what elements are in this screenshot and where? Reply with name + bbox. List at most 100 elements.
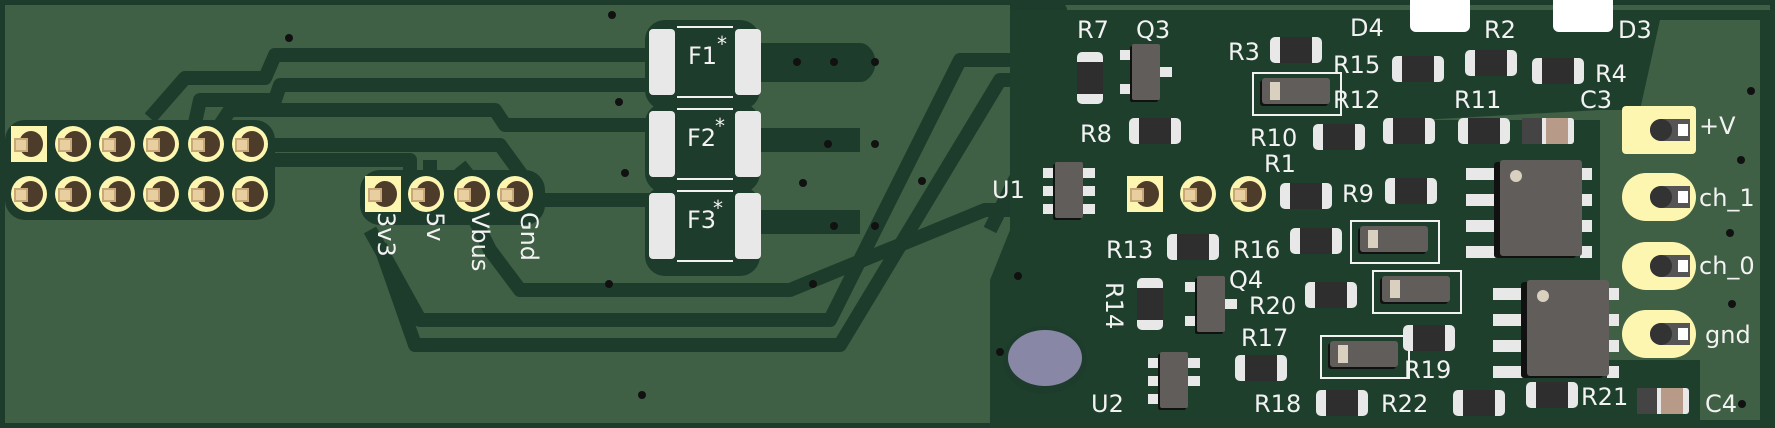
label-r16: R16 — [1233, 236, 1281, 264]
ic-opamp-1-pin — [1466, 220, 1502, 232]
ic-opamp-1-pin — [1580, 194, 1592, 206]
u2-pin — [1148, 376, 1162, 386]
r12-diode-band — [1270, 82, 1280, 100]
header-pin-mark — [146, 138, 160, 152]
fuse-silk — [677, 96, 733, 98]
u2-pin — [1148, 394, 1162, 404]
r19 — [1413, 325, 1445, 351]
header-pin-mark — [14, 138, 28, 152]
diode-a-silk — [1350, 220, 1440, 264]
fuse-silk — [677, 260, 733, 262]
c4 — [1661, 388, 1683, 414]
ic-opamp-1-pin — [1580, 246, 1592, 258]
r13 — [1177, 234, 1209, 260]
ic-opamp-2-pin — [1493, 340, 1529, 352]
ic-opamp-2-pin — [1607, 314, 1619, 326]
label-u2: U2 — [1091, 390, 1124, 418]
label-f2: F2 — [687, 124, 717, 152]
label-r8: R8 — [1080, 120, 1112, 148]
r7 — [1077, 62, 1103, 94]
fuse-pad — [735, 193, 761, 259]
header-pin-mark — [102, 188, 116, 202]
r18 — [1326, 390, 1358, 416]
r21 — [1536, 382, 1568, 408]
signal-pin-mark — [1130, 188, 1144, 202]
r8 — [1139, 118, 1171, 144]
ic-opamp-1-pin — [1466, 194, 1502, 206]
header-pin-mark — [235, 188, 249, 202]
header-pin-mark — [191, 188, 205, 202]
header-pin-mark — [146, 188, 160, 202]
u1-pin — [1081, 186, 1095, 196]
ic-opamp-1-pin — [1580, 220, 1592, 232]
label-ch0: ch_0 — [1699, 252, 1755, 280]
diode-b-silk — [1372, 270, 1462, 314]
label-r1: R1 — [1264, 150, 1296, 178]
fuse-pad — [649, 29, 675, 95]
q3-pin — [1120, 50, 1134, 60]
ic-opamp-2-pin1 — [1537, 290, 1549, 302]
label-r3: R3 — [1228, 38, 1260, 66]
connector-mark — [1678, 191, 1688, 203]
u2-pin — [1186, 358, 1200, 368]
label-f1: F1 — [688, 42, 718, 70]
label-r7: R7 — [1077, 16, 1109, 44]
connector-mark — [1678, 260, 1688, 272]
r9 — [1395, 178, 1427, 204]
r22 — [1463, 390, 1495, 416]
connector-drill — [1650, 119, 1672, 141]
label-r15: R15 — [1333, 51, 1381, 79]
label-c4: C4 — [1705, 390, 1738, 418]
ic-opamp-2-pin — [1493, 366, 1529, 378]
u1-pin — [1043, 204, 1057, 214]
fuse-silk — [677, 108, 733, 110]
r16 — [1300, 228, 1332, 254]
label-r20: R20 — [1249, 292, 1297, 320]
q3-pin — [1120, 84, 1134, 94]
header-pin-mark — [102, 138, 116, 152]
connector-drill — [1650, 255, 1672, 277]
r2 — [1475, 50, 1507, 76]
diode-a-band — [1368, 230, 1378, 248]
header-pin-mark — [58, 188, 72, 202]
q3 — [1132, 44, 1160, 100]
led-d3 — [1553, 0, 1613, 32]
u1-pin — [1043, 186, 1057, 196]
mount-hole — [1008, 330, 1082, 386]
label-f1-mark: * — [717, 32, 727, 56]
r17 — [1245, 355, 1277, 381]
r14 — [1137, 288, 1163, 320]
signal-pin-mark — [1183, 188, 1197, 202]
ic-opamp-2-pin — [1607, 366, 1619, 378]
label-gnd-power: Gnd — [515, 212, 543, 262]
u1-pin — [1043, 168, 1057, 178]
connector-drill — [1650, 186, 1672, 208]
r1 — [1290, 183, 1322, 209]
label-r14: R14 — [1100, 282, 1128, 330]
r3 — [1280, 37, 1312, 63]
r11-left — [1393, 118, 1425, 144]
power-pin-mark — [368, 188, 382, 202]
r15 — [1402, 56, 1434, 82]
c3 — [1546, 118, 1568, 144]
label-r10: R10 — [1250, 124, 1298, 152]
label-u1: U1 — [992, 176, 1025, 204]
label-f3: F3 — [687, 206, 717, 234]
r10 — [1323, 124, 1355, 150]
label-f3-mark: * — [713, 196, 723, 220]
u2-pin — [1148, 358, 1162, 368]
r20 — [1315, 282, 1347, 308]
label-q3: Q3 — [1136, 16, 1171, 44]
label-r12: R12 — [1333, 86, 1381, 114]
led-d4 — [1410, 0, 1470, 32]
u2-pin — [1186, 376, 1200, 386]
q4 — [1197, 276, 1225, 332]
label-d4: D4 — [1350, 14, 1384, 42]
u1-pin — [1081, 168, 1095, 178]
label-r19: R19 — [1404, 356, 1452, 384]
q4-pin — [1185, 282, 1199, 292]
connector-drill — [1650, 323, 1672, 345]
ic-opamp-1-pin1 — [1510, 170, 1522, 182]
vias — [285, 11, 1755, 408]
label-r11: R11 — [1454, 86, 1502, 114]
